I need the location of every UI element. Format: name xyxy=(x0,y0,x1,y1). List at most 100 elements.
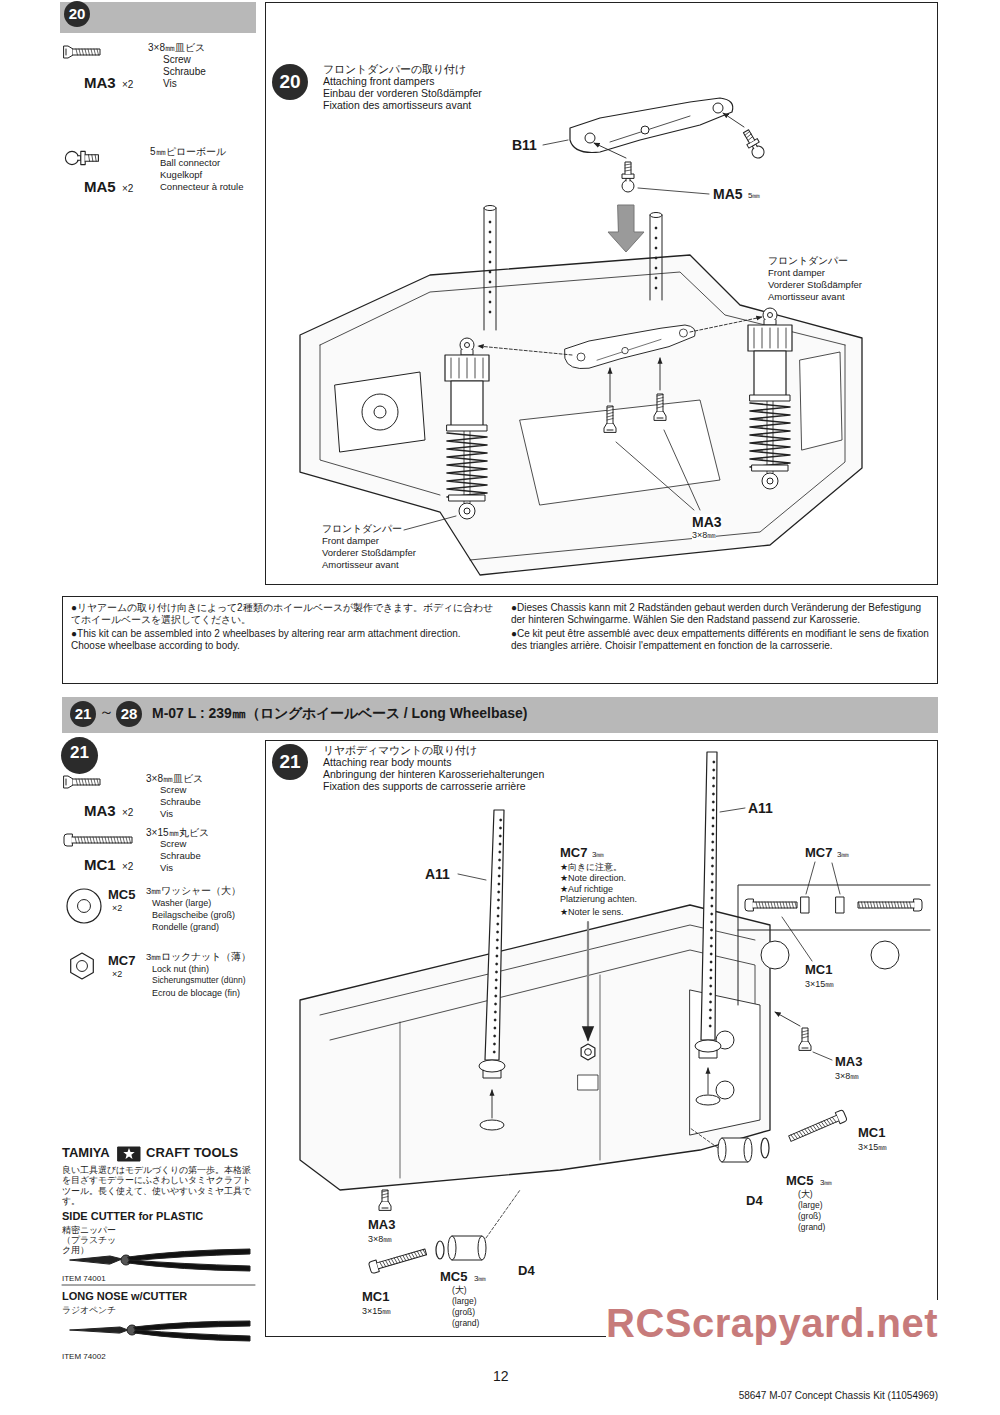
damper-stay-part xyxy=(679,329,687,337)
part-description: Lock nut (thin) xyxy=(152,964,209,974)
ball-connector-part xyxy=(741,128,766,160)
chassis-drawing xyxy=(520,400,720,505)
front-damper-part xyxy=(754,328,755,348)
front-damper-part xyxy=(767,478,773,484)
screw-part xyxy=(802,1028,808,1041)
callout-label: Amortisseur avant xyxy=(768,292,845,303)
damper-stay-part xyxy=(597,339,661,360)
ball-connector-part xyxy=(622,180,634,192)
kit-code: 58647 M-07 Concept Chassis Kit (11054969… xyxy=(739,1390,938,1402)
body-mount-part xyxy=(699,1050,717,1058)
detail-inset xyxy=(738,885,930,1005)
leader-lines xyxy=(492,1090,493,1118)
front-damper-part xyxy=(475,358,476,378)
detail-inset xyxy=(801,897,809,913)
body-post-drawing xyxy=(484,206,496,211)
leader-lines xyxy=(664,430,700,510)
screw-part xyxy=(802,1031,808,1039)
body-mount-part xyxy=(712,793,714,795)
side-cutter-drawing xyxy=(70,1256,122,1264)
direction-arrow xyxy=(608,205,644,252)
pliers-drawing xyxy=(70,1321,250,1341)
nut-icon xyxy=(77,961,88,972)
part-description: 3×8㎜皿ビス xyxy=(148,42,205,54)
detail-inset xyxy=(738,862,930,1005)
tool-advert-text: SIDE CUTTER for PLASTIC xyxy=(62,1210,203,1223)
screw-part xyxy=(382,1190,388,1201)
callout-label: Vorderer Stoßdämpfer xyxy=(322,548,416,559)
callout-label: (large) xyxy=(798,1201,823,1211)
detail-inset xyxy=(836,897,844,913)
chassis-drawing xyxy=(300,905,770,1190)
part-description: Schraube xyxy=(160,851,201,862)
callout-label: D4 xyxy=(518,1264,535,1279)
body-post-drawing xyxy=(484,206,662,331)
callout-label: A11 xyxy=(425,866,450,882)
body-mount-part xyxy=(709,993,711,995)
damper-stay-part xyxy=(622,347,628,353)
note-text: ●Ce kit peut être assemblé avec deux emp… xyxy=(511,628,929,651)
washer-icon xyxy=(78,900,91,913)
leader-lines xyxy=(458,808,832,1238)
callout-label: 3×15㎜ xyxy=(858,1142,887,1152)
body-mount-part xyxy=(485,810,504,1060)
body-post-drawing xyxy=(489,261,491,263)
leader-lines xyxy=(638,188,709,194)
leader-lines xyxy=(486,1190,520,1238)
front-damper-part xyxy=(459,358,460,378)
front-damper-part xyxy=(449,495,485,501)
front-damper-part xyxy=(464,508,470,514)
body-mount-part xyxy=(713,769,715,771)
callout-label: MA5 xyxy=(713,186,743,202)
callout-label: ★Auf richtige Platzierung achten. xyxy=(560,884,650,905)
ball-connector-icon xyxy=(65,151,98,164)
ball-connector-part xyxy=(744,131,753,140)
body-mount-part xyxy=(710,945,712,947)
tool-advert-text: LONG NOSE w/CUTTER xyxy=(62,1290,187,1303)
d4-part xyxy=(744,1138,752,1162)
callout-label: 3㎜ xyxy=(592,850,604,859)
leader-lines xyxy=(813,1052,832,1060)
damper-stay-part xyxy=(585,133,595,143)
ball-connector-icon xyxy=(81,151,85,164)
quantity: ×2 xyxy=(112,969,122,979)
body-mount-part xyxy=(494,1019,496,1021)
body-mount-part xyxy=(710,961,712,963)
part-description: Vis xyxy=(160,809,173,820)
watermark: RCScrapyard.net xyxy=(606,1300,938,1346)
front-damper-part xyxy=(445,355,489,381)
callout-label: MC7 xyxy=(560,846,587,861)
body-mount-part xyxy=(710,953,712,955)
body-mount-part xyxy=(498,867,500,869)
tool-advert-text: TAMIYA xyxy=(62,1146,110,1161)
callout-label: MC1 xyxy=(805,963,832,978)
detail-inset xyxy=(782,917,812,961)
callout-label: 3㎜ xyxy=(820,1178,832,1187)
leader-lines xyxy=(404,516,456,530)
step-title: ～ xyxy=(99,703,114,720)
step-panel: 21リヤボディマウントの取り付けAttaching rear body moun… xyxy=(265,740,938,1337)
separator-line xyxy=(62,1285,255,1286)
body-mount-part xyxy=(711,857,713,859)
d4-part xyxy=(718,1138,726,1162)
front-damper-part xyxy=(451,358,452,378)
body-post-drawing xyxy=(655,277,657,279)
body-mount-part xyxy=(709,1009,711,1011)
screw-part xyxy=(791,1117,836,1141)
body-mount-part xyxy=(495,971,497,973)
front-damper-part xyxy=(447,433,487,497)
callout-label: 3㎜ xyxy=(837,850,849,859)
body-mount-part xyxy=(493,1043,495,1045)
body-mount-part xyxy=(710,937,712,939)
chassis-drawing xyxy=(578,1075,598,1090)
part-code: MA3 xyxy=(84,802,116,819)
body-post-drawing xyxy=(489,251,491,253)
body-post-drawing xyxy=(489,241,491,243)
screw-part xyxy=(789,1115,839,1141)
leader-lines xyxy=(660,358,661,390)
screw-part xyxy=(604,406,616,432)
step-title: Attaching rear body mounts xyxy=(323,756,451,768)
body-mount-part xyxy=(712,841,714,843)
body-mount-part xyxy=(710,985,712,987)
tool-advert-text: ラジオペンチ xyxy=(62,1306,116,1316)
